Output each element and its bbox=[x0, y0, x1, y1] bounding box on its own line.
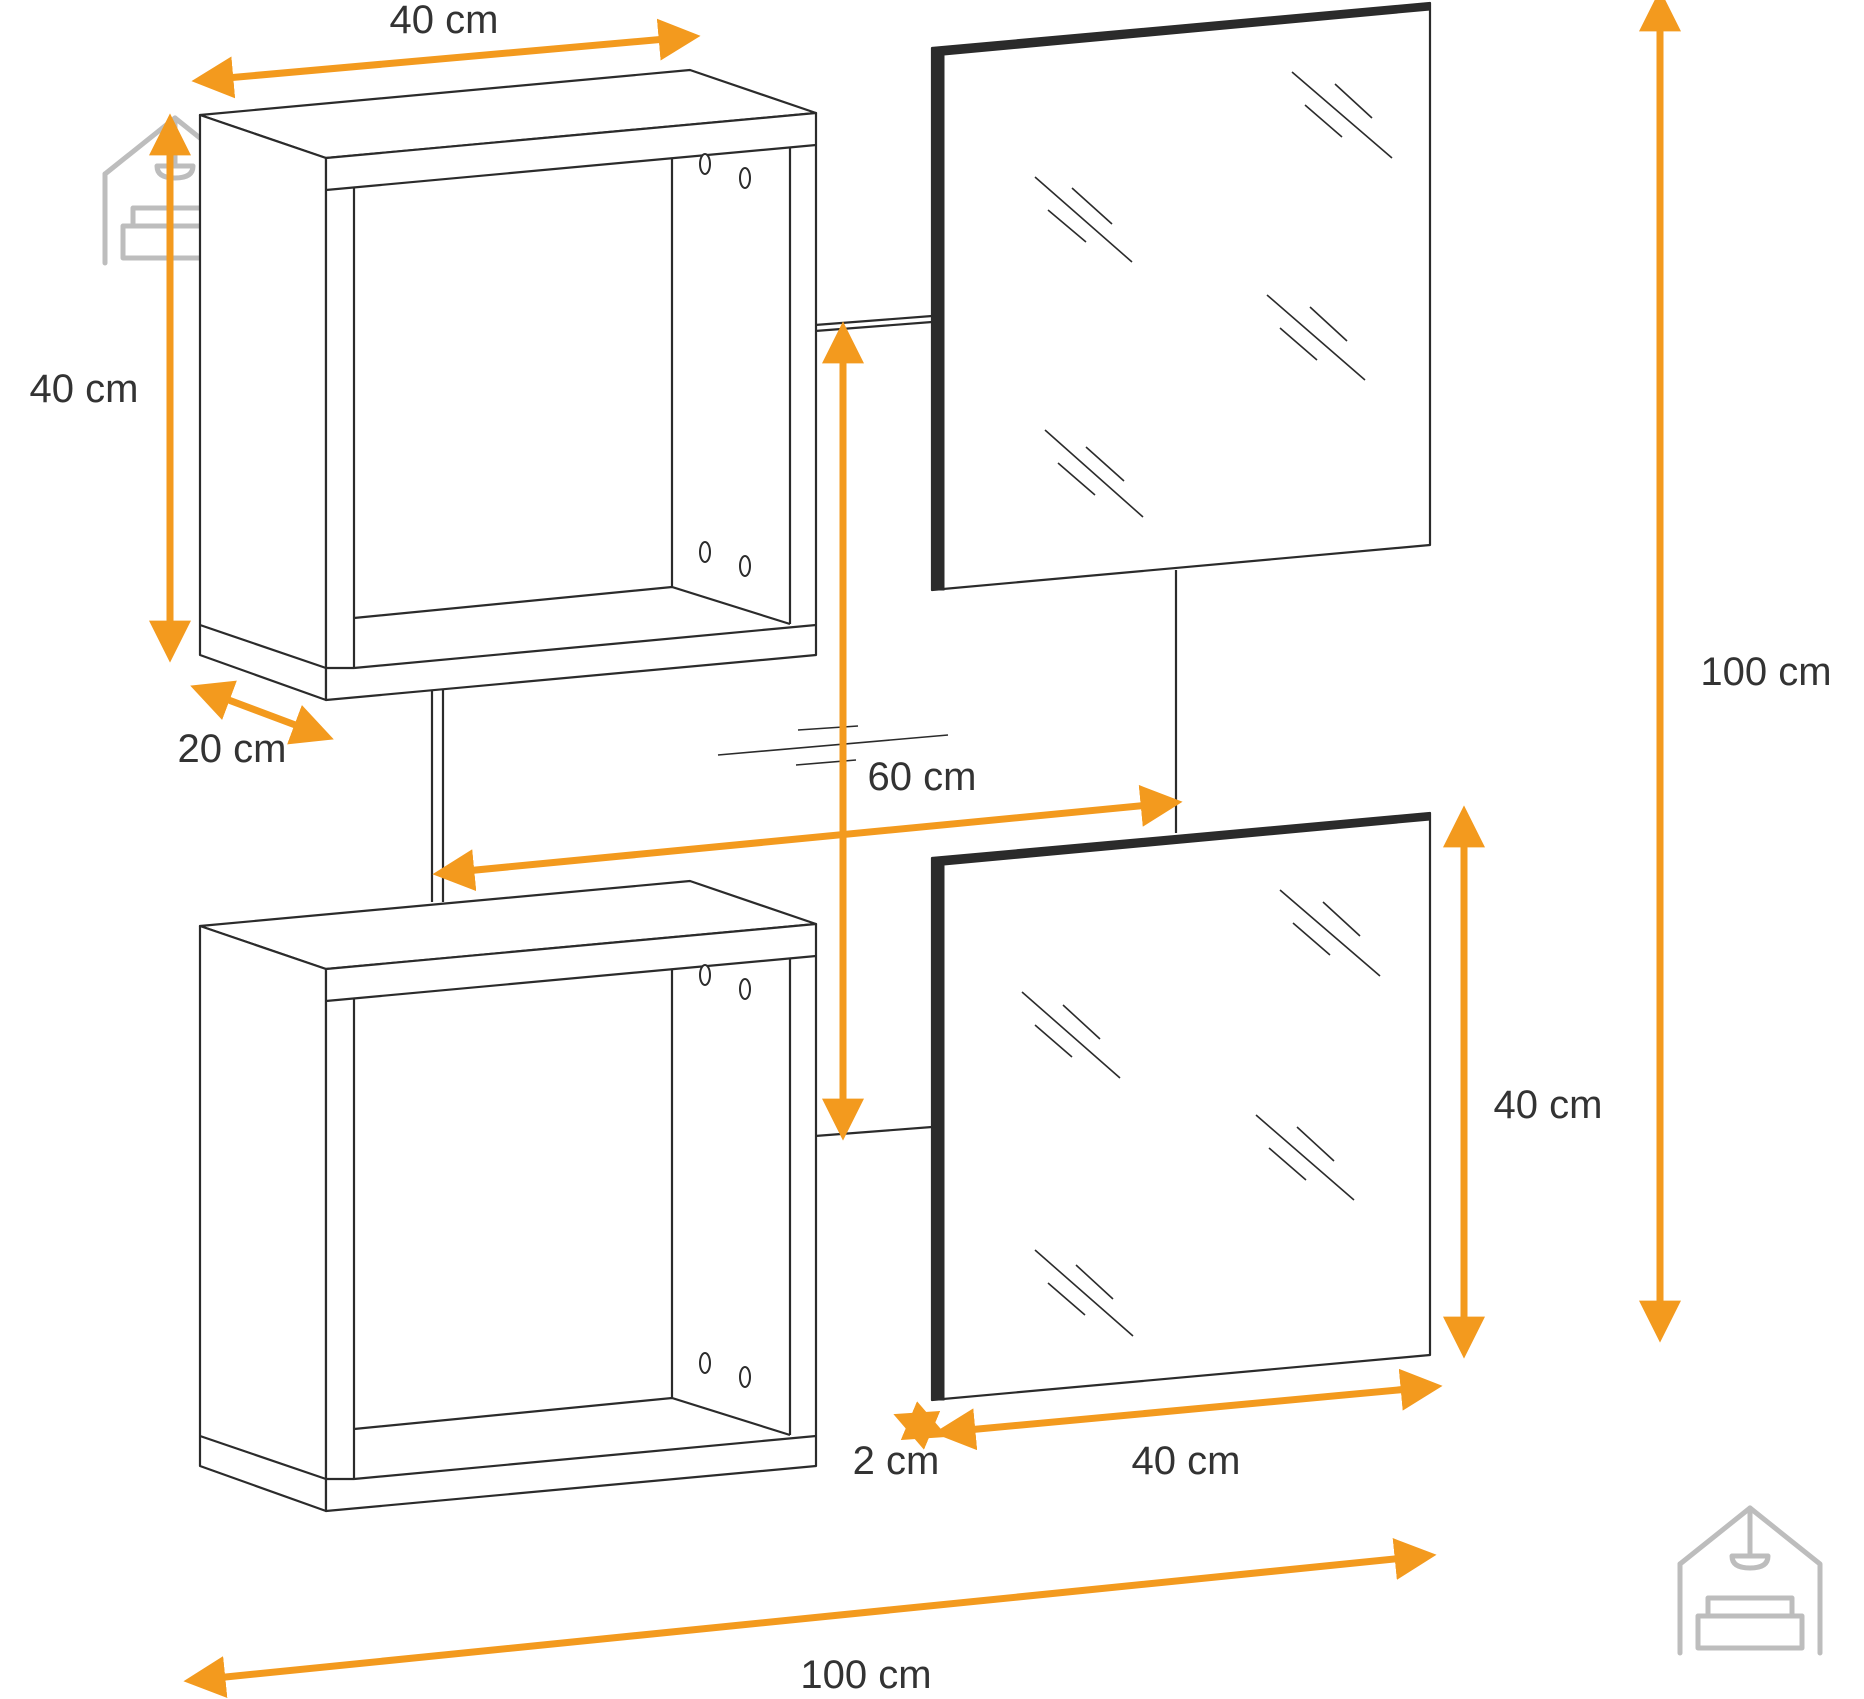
dimension-arrows bbox=[149, 0, 1681, 1698]
lower-mirror bbox=[930, 811, 1432, 1402]
shelf-width-arrow bbox=[191, 18, 701, 99]
shelf-height-label: 40 cm bbox=[30, 367, 139, 411]
mirror-width-arrow bbox=[933, 1368, 1443, 1451]
total-height-label: 100 cm bbox=[1700, 650, 1831, 694]
upper-mirror bbox=[930, 1, 1432, 592]
total-width-arrow bbox=[183, 1538, 1437, 1698]
inner-width-arrow bbox=[432, 784, 1183, 892]
spacing-label: 60 cm bbox=[868, 755, 977, 799]
lower-shelf-cube bbox=[198, 879, 818, 1513]
upper-shelf-cube bbox=[198, 68, 818, 702]
shelf-width-label: 40 cm bbox=[390, 0, 499, 42]
glass-reflection-marks bbox=[1021, 889, 1381, 1337]
glass-reflection-marks bbox=[1034, 71, 1393, 518]
house-sofa-logo-icon bbox=[1677, 1505, 1823, 1656]
shelf-depth-label: 20 cm bbox=[178, 727, 287, 771]
shelf-depth-arrow bbox=[190, 680, 334, 745]
mirror-thickness-label: 2 cm bbox=[853, 1439, 940, 1483]
mirror-width-label: 40 cm bbox=[1132, 1439, 1241, 1483]
mirror-thickness-arrow bbox=[893, 1401, 948, 1450]
total-width-label: 100 cm bbox=[800, 1653, 931, 1697]
mirror-height-label: 40 cm bbox=[1494, 1083, 1603, 1127]
dimension-labels: 40 cm 40 cm 20 cm 60 cm 100 cm 40 cm 2 c… bbox=[30, 0, 1832, 1697]
